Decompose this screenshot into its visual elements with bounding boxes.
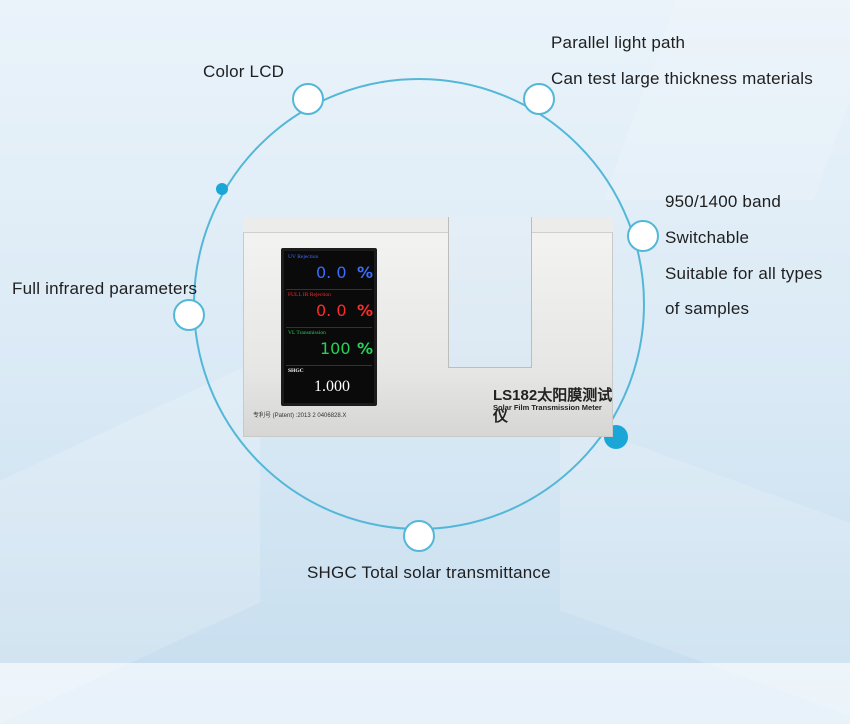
lcd-shgc-value: 1.000 bbox=[314, 378, 350, 395]
node-band bbox=[627, 220, 659, 252]
device-rim-left bbox=[243, 218, 448, 233]
lcd-shgc-title: SHGC bbox=[288, 368, 304, 374]
lcd-uv-unit: % bbox=[357, 263, 374, 282]
device-subtitle: Solar Film Transmission Meter bbox=[493, 403, 602, 412]
label-parallel-light: Parallel light path bbox=[551, 33, 686, 52]
lcd-screen: UV Rejection 0. 0 % FULL IR Rejection 0.… bbox=[281, 248, 377, 406]
label-band: 950/1400 band bbox=[665, 192, 782, 211]
label-samples: of samples bbox=[665, 299, 750, 318]
label-switchable: Switchable bbox=[665, 228, 750, 247]
lcd-uv-row: UV Rejection 0. 0 % bbox=[288, 254, 374, 290]
label-large-thickness: Can test large thickness materials bbox=[551, 69, 813, 88]
lcd-divider bbox=[286, 289, 372, 290]
label-shgc: SHGC Total solar transmittance bbox=[307, 563, 551, 582]
ring-dot-small bbox=[216, 183, 228, 195]
lcd-vl-unit: % bbox=[357, 339, 374, 358]
lcd-uv-value: 0. 0 bbox=[316, 263, 347, 282]
label-infrared: Full infrared parameters bbox=[12, 279, 198, 298]
lcd-ir-value: 0. 0 bbox=[316, 301, 347, 320]
lcd-divider bbox=[286, 365, 372, 366]
lcd-shgc-row: SHGC 1.000 bbox=[288, 368, 370, 404]
node-parallel-light bbox=[523, 83, 555, 115]
lcd-ir-row: FULL IR Rejection 0. 0 % bbox=[288, 292, 374, 328]
solar-film-meter: UV Rejection 0. 0 % FULL IR Rejection 0.… bbox=[243, 217, 613, 437]
lcd-vl-value: 100 bbox=[320, 339, 351, 358]
background-shape bbox=[560, 417, 850, 716]
lcd-uv-title: UV Rejection bbox=[288, 254, 319, 260]
lcd-vl-row: VL Transmission 100 % bbox=[288, 330, 374, 366]
device-patent: 专利号 (Patent) :2013 2 0406828.X bbox=[253, 413, 347, 419]
lcd-vl-title: VL Transmission bbox=[288, 330, 326, 336]
label-color-lcd: Color LCD bbox=[203, 62, 285, 81]
device-model-name: LS182太阳膜测试仪 bbox=[493, 387, 613, 425]
label-suitable: Suitable for all types bbox=[665, 264, 823, 283]
node-color-lcd bbox=[292, 83, 324, 115]
device-rim-right bbox=[530, 218, 613, 233]
lcd-ir-title: FULL IR Rejection bbox=[288, 292, 331, 298]
device-test-slot bbox=[448, 217, 532, 368]
background-shape bbox=[603, 0, 850, 200]
node-infrared bbox=[173, 299, 205, 331]
lcd-divider bbox=[286, 327, 372, 328]
lcd-ir-unit: % bbox=[357, 301, 374, 320]
node-shgc bbox=[403, 520, 435, 552]
